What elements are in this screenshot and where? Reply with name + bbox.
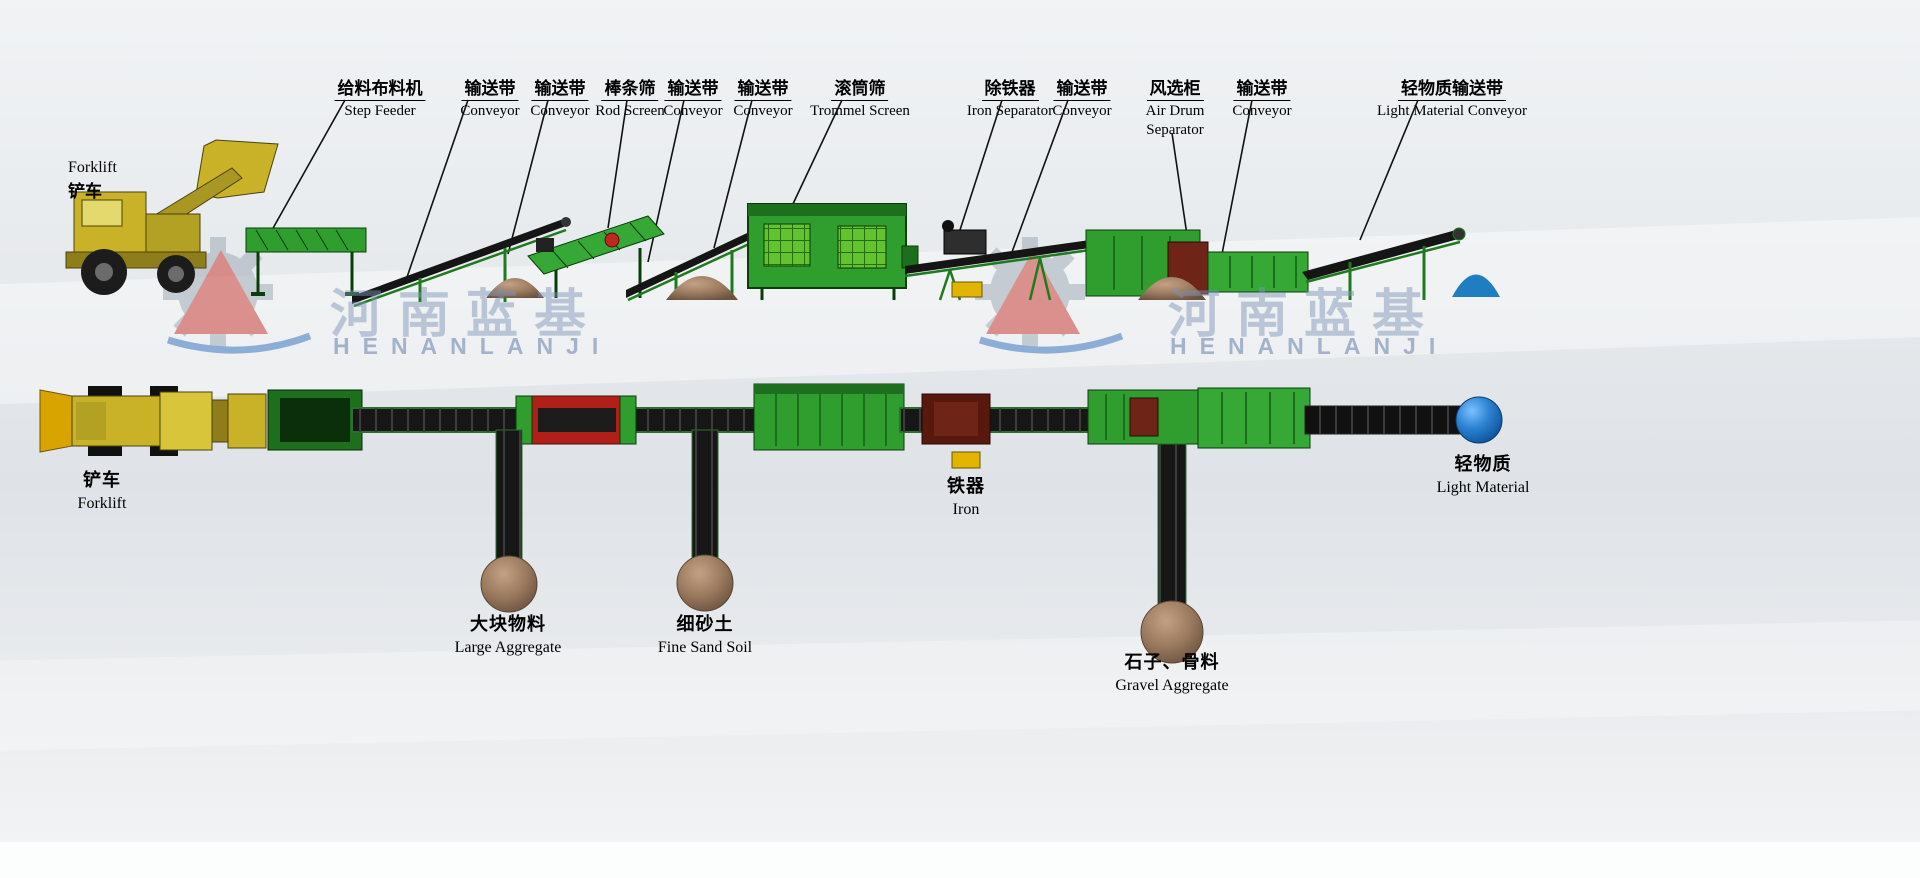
- label-large-aggregate: 大块物料 Large Aggregate: [454, 614, 562, 656]
- label-conveyor-1: 输送带 Conveyor: [460, 79, 520, 120]
- label-gravel-aggregate: 石子、骨料 Gravel Aggregate: [1115, 652, 1229, 694]
- output-conveyor-top: [1304, 405, 1476, 435]
- watermark-en-right: HENANLANJI: [1170, 333, 1449, 359]
- watermark-cn-left: 河南蓝基: [330, 286, 603, 344]
- trommel-screen: [747, 203, 919, 300]
- label-conveyor-5: 输送带 Conveyor: [1052, 79, 1112, 120]
- incline-conveyor-2: [626, 225, 767, 302]
- incline-conveyor-1: [352, 217, 571, 308]
- light-material-ball: [1455, 396, 1503, 444]
- label-light-material: 轻物质 Light Material: [1436, 454, 1530, 496]
- aggregate-pile-1: [486, 278, 544, 298]
- forklift-side: [65, 139, 279, 295]
- label-trommel-screen: 滚筒筛 Trommel Screen: [810, 79, 910, 120]
- label-conveyor-6: 输送带 Conveyor: [1232, 79, 1292, 120]
- iron-bin-top: [951, 451, 981, 469]
- large-aggregate-pile: [480, 555, 538, 613]
- forklift-side-cn: 铲车: [68, 181, 102, 201]
- label-iron-separator: 除铁器 Iron Separator: [966, 79, 1054, 120]
- label-forklift-side: Forklift 铲车: [68, 158, 117, 203]
- rod-screen-top: [515, 395, 637, 445]
- label-conveyor-2: 输送带 Conveyor: [530, 79, 590, 120]
- leader-lines: [271, 99, 1419, 281]
- iron-separator-top: [921, 393, 991, 445]
- aggregate-pile-2: [666, 276, 738, 300]
- feed-hopper-top: [267, 389, 363, 451]
- iron-bin: [951, 281, 983, 298]
- plan-view: [39, 383, 1503, 664]
- watermark-cn-right: 河南蓝基: [1168, 286, 1441, 344]
- background-strip: [0, 842, 1920, 878]
- light-material-cone: [1452, 274, 1500, 297]
- label-light-material-conveyor: 轻物质输送带 Light Material Conveyor: [1377, 79, 1527, 120]
- air-separator-top: [1087, 387, 1311, 449]
- label-iron-output: 铁器 Iron: [947, 476, 985, 518]
- watermark-en-left: HENANLANJI: [333, 333, 612, 359]
- label-air-drum-separator: 风选柜 Air Drum Separator: [1145, 79, 1205, 138]
- light-material-conveyor-side: [1302, 227, 1466, 300]
- aggregate-pile-3: [1138, 277, 1206, 300]
- forklift-side-en: Forklift: [68, 159, 117, 176]
- watermark-logo-left: [163, 237, 312, 354]
- label-forklift-plan: 铲车 Forklift: [77, 470, 127, 512]
- branch-conveyor-3: [1157, 443, 1187, 605]
- trommel-top: [753, 383, 905, 451]
- branch-conveyor-2: [691, 429, 719, 563]
- label-conveyor-4: 输送带 Conveyor: [733, 79, 793, 120]
- branch-conveyor-1: [495, 429, 523, 563]
- label-conveyor-3: 输送带 Conveyor: [663, 79, 723, 120]
- label-fine-sand-soil: 细砂土 Fine Sand Soil: [657, 614, 753, 656]
- fine-sand-pile: [676, 554, 734, 612]
- label-rod-screen: 棒条筛 Rod Screen: [595, 79, 665, 120]
- gravel-pile: [1140, 600, 1204, 664]
- label-step-feeder: 给料布料机 Step Feeder: [334, 78, 426, 121]
- side-view: [65, 139, 1500, 308]
- step-feeder: [245, 227, 367, 296]
- iron-separator: [942, 220, 987, 255]
- forklift-top: [39, 386, 267, 456]
